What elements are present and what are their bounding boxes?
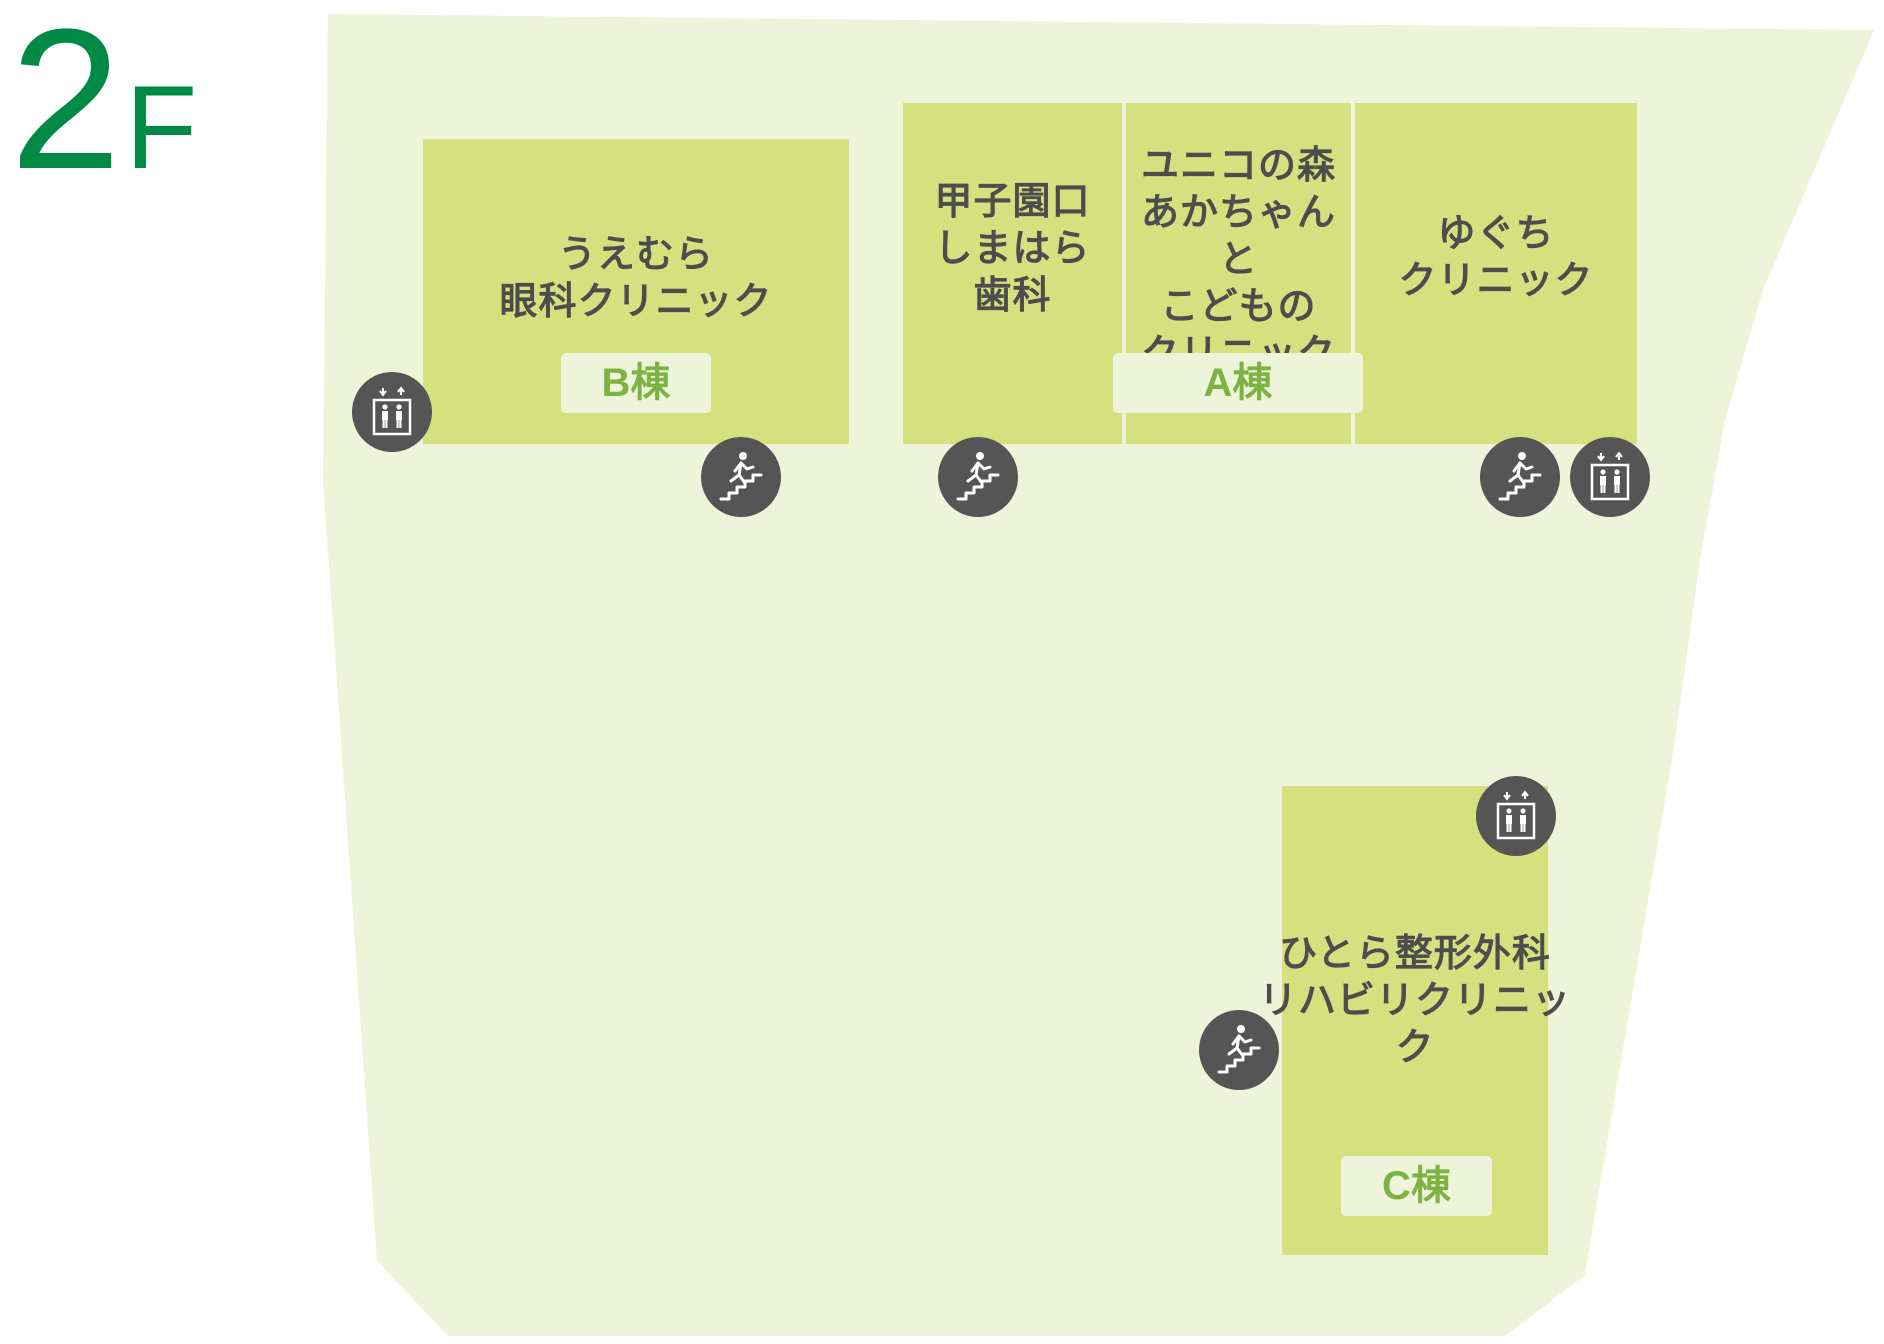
room-yuguchi-clinic[interactable]: ゆぐち クリニック [1398, 211, 1594, 302]
elevator-icon[interactable] [1570, 437, 1650, 517]
building-label-b: B棟 [561, 353, 711, 413]
stairs-icon[interactable] [938, 437, 1018, 517]
room-divider [1122, 103, 1126, 444]
stairs-icon[interactable] [1480, 437, 1560, 517]
building-label-c: C棟 [1341, 1156, 1492, 1216]
elevator-icon[interactable] [1476, 776, 1556, 856]
elevator-icon[interactable] [352, 372, 432, 452]
floor-label: 2F [10, 0, 197, 200]
stairs-icon[interactable] [1199, 1010, 1279, 1090]
floor-unit: F [125, 62, 198, 194]
stairs-icon[interactable] [701, 437, 781, 517]
room-koshienguchi-shimahara-dental[interactable]: 甲子園口 しまはら 歯科 [934, 179, 1091, 317]
room-uemura-eye-clinic[interactable]: うえむら 眼科クリニック [423, 139, 849, 444]
room-name: ひとら整形外科 リハビリクリニック [1258, 931, 1571, 1069]
room-divider [1351, 103, 1355, 444]
room-name: うえむら 眼科クリニック [499, 232, 773, 323]
building-label-a: A棟 [1113, 353, 1363, 413]
floor-number: 2 [10, 0, 122, 211]
room-yunikono-mori-clinic[interactable]: ユニコの森 あかちゃんと こどもの クリニック [1140, 143, 1336, 375]
